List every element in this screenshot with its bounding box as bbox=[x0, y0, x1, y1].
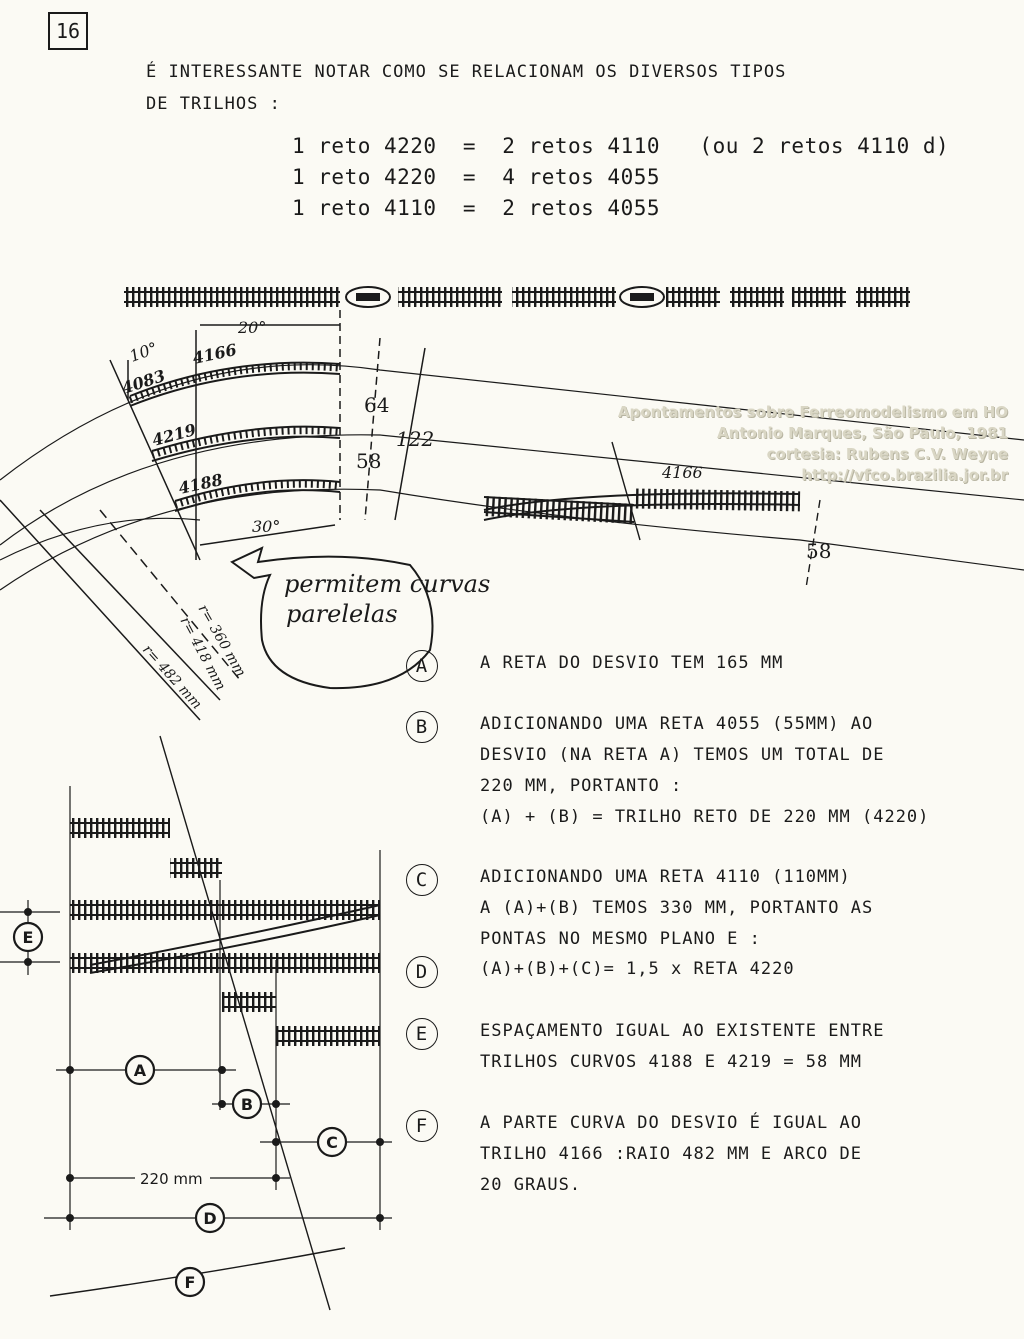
spacing-58-label: 58 bbox=[356, 449, 381, 473]
straight-track-4110-b bbox=[512, 287, 616, 307]
note-c-letter: C bbox=[406, 864, 438, 896]
callout-line-2: parelelas bbox=[286, 600, 398, 628]
note-a-text: A RETA DO DESVIO TEM 165 MM bbox=[480, 653, 784, 673]
intro-line-2: de trilhos : bbox=[146, 94, 281, 114]
angle-30-label: 30° bbox=[252, 517, 280, 536]
equation-3: 1 reto 4110 = 2 retos 4055 bbox=[292, 196, 661, 220]
marker-f-label: F bbox=[185, 1273, 196, 1292]
angle-10-label: 10° bbox=[127, 338, 160, 366]
rail-joiner-icon bbox=[619, 286, 665, 308]
turnout-schematic bbox=[0, 735, 392, 1311]
note-b-letter: B bbox=[406, 711, 438, 743]
watermark-line-2: Antonio Marques, São Paulo, 1981 bbox=[717, 424, 1008, 442]
marker-a-label: A bbox=[134, 1061, 147, 1080]
equation-2: 1 reto 4220 = 4 retos 4055 bbox=[292, 165, 661, 189]
marker-d-label: D bbox=[203, 1209, 216, 1228]
curved-tracks bbox=[0, 310, 1024, 721]
note-c-text: ADICIONANDO UMA RETA 4110 (110MM) A (A)+… bbox=[480, 867, 874, 949]
marker-c-label: C bbox=[326, 1133, 338, 1152]
marker-b-label: B bbox=[241, 1095, 253, 1114]
spacing-122-label: 122 bbox=[396, 427, 434, 451]
watermark: Apontamentos sobre Ferreomodelismo em HO… bbox=[528, 402, 1008, 486]
spacing-64-label: 64 bbox=[364, 393, 389, 417]
dim-220-label: 220 mm bbox=[140, 1170, 203, 1188]
note-d-text: (A)+(B)+(C)= 1,5 x RETA 4220 bbox=[480, 959, 795, 979]
schematic-markers bbox=[12, 921, 348, 1298]
angle-20-label: 20° bbox=[237, 318, 266, 337]
page-number: 16 bbox=[48, 12, 88, 50]
note-a-letter: A bbox=[406, 650, 438, 682]
note-b-text: ADICIONANDO UMA RETA 4055 (55MM) AO DESV… bbox=[480, 714, 930, 827]
straight-track-row bbox=[124, 286, 910, 308]
note-f-letter: F bbox=[406, 1110, 438, 1142]
note-d-letter: D bbox=[406, 956, 438, 988]
marker-e-label: E bbox=[23, 928, 34, 947]
turnout-4166 bbox=[483, 441, 821, 589]
note-e-letter: E bbox=[406, 1018, 438, 1050]
intro-line-1: É interessante notar como se relacionam … bbox=[146, 62, 787, 82]
watermark-line-4: http://vfco.brazilia.jor.br bbox=[801, 466, 1008, 484]
note-e-text: ESPAÇAMENTO IGUAL AO EXISTENTE ENTRE TRI… bbox=[480, 1021, 885, 1072]
turnout-4166-label: 4166 bbox=[661, 463, 703, 482]
straight-track-4220 bbox=[124, 287, 340, 307]
straight-track-4110 bbox=[398, 287, 502, 307]
rail-joiner-icon bbox=[345, 286, 391, 308]
turnout-58-label: 58 bbox=[806, 539, 831, 563]
callout-line-1: permitem curvas bbox=[284, 570, 490, 598]
track-4083-label: 4083 bbox=[119, 366, 167, 398]
watermark-line-3: cortesia: Rubens C.V. Weyne bbox=[766, 445, 1008, 463]
watermark-line-1: Apontamentos sobre Ferreomodelismo em HO bbox=[617, 403, 1008, 421]
equation-1: 1 reto 4220 = 2 retos 4110 (ou 2 retos 4… bbox=[292, 134, 950, 158]
track-4166-label: 4166 bbox=[191, 340, 239, 368]
straight-track-4055 bbox=[666, 287, 910, 307]
note-f-text: A PARTE CURVA DO DESVIO É IGUAL AO TRILH… bbox=[480, 1113, 862, 1195]
intro-text: É interessante notar como se relacionam … bbox=[146, 56, 786, 120]
